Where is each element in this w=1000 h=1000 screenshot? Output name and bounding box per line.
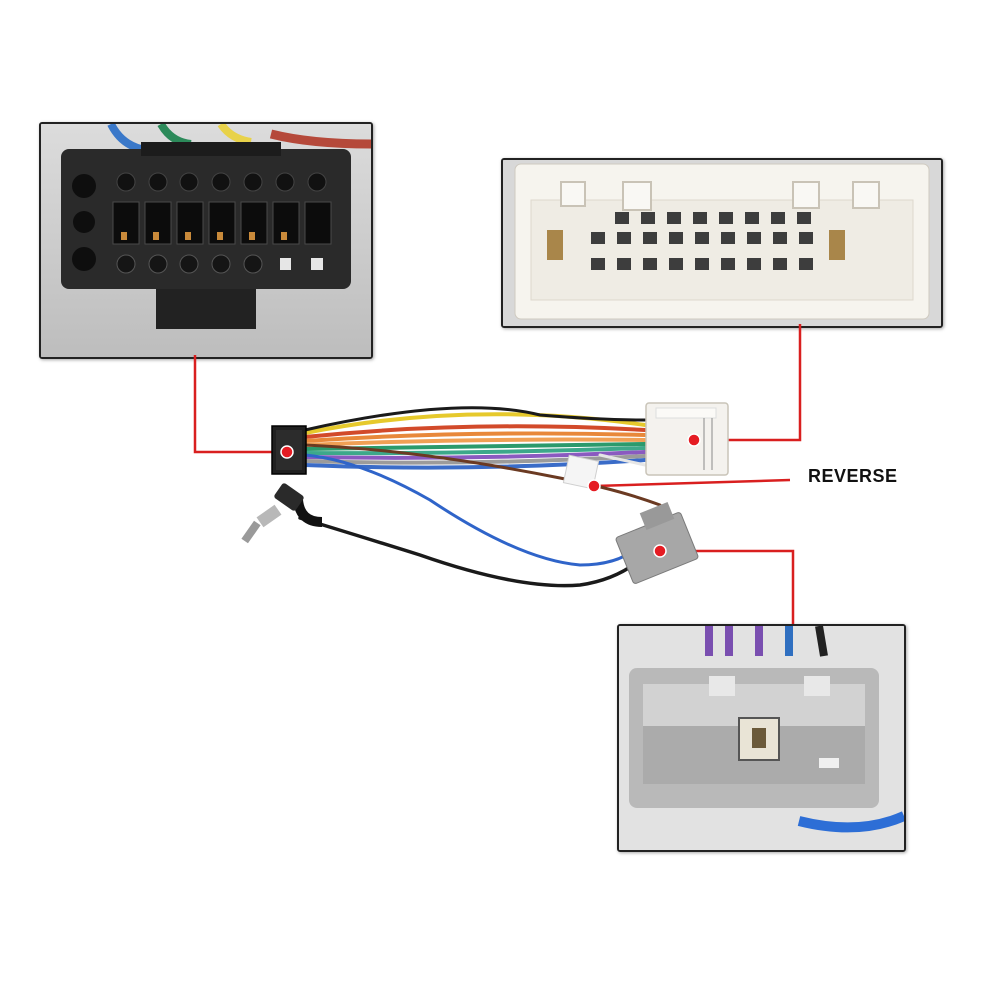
marker-dot-head-unit xyxy=(280,445,294,459)
vehicle-connector xyxy=(645,402,729,476)
antenna-jack-icon xyxy=(241,483,323,544)
reverse-callout-label: REVERSE xyxy=(808,466,898,486)
white-connector-icon xyxy=(503,160,941,326)
vehicle-connector-photo xyxy=(501,158,943,328)
head-unit-connector-photo xyxy=(39,122,373,359)
marker-dots xyxy=(280,433,701,558)
leader-lines xyxy=(193,324,802,624)
antenna-connector xyxy=(615,502,699,584)
grey-connector-icon xyxy=(619,626,904,850)
marker-dot-antenna xyxy=(653,544,667,558)
leader-line-head-unit xyxy=(193,355,285,454)
antenna-connector-photo xyxy=(617,624,906,852)
leader-line-reverse xyxy=(594,478,791,488)
leader-line-antenna xyxy=(660,549,795,624)
marker-dot-reverse xyxy=(587,479,601,493)
wire-bundle xyxy=(298,406,662,588)
reverse-wire-tag xyxy=(562,454,600,490)
leader-line-vehicle xyxy=(695,324,802,442)
black-connector-icon xyxy=(41,124,371,357)
marker-dot-vehicle xyxy=(687,433,701,447)
